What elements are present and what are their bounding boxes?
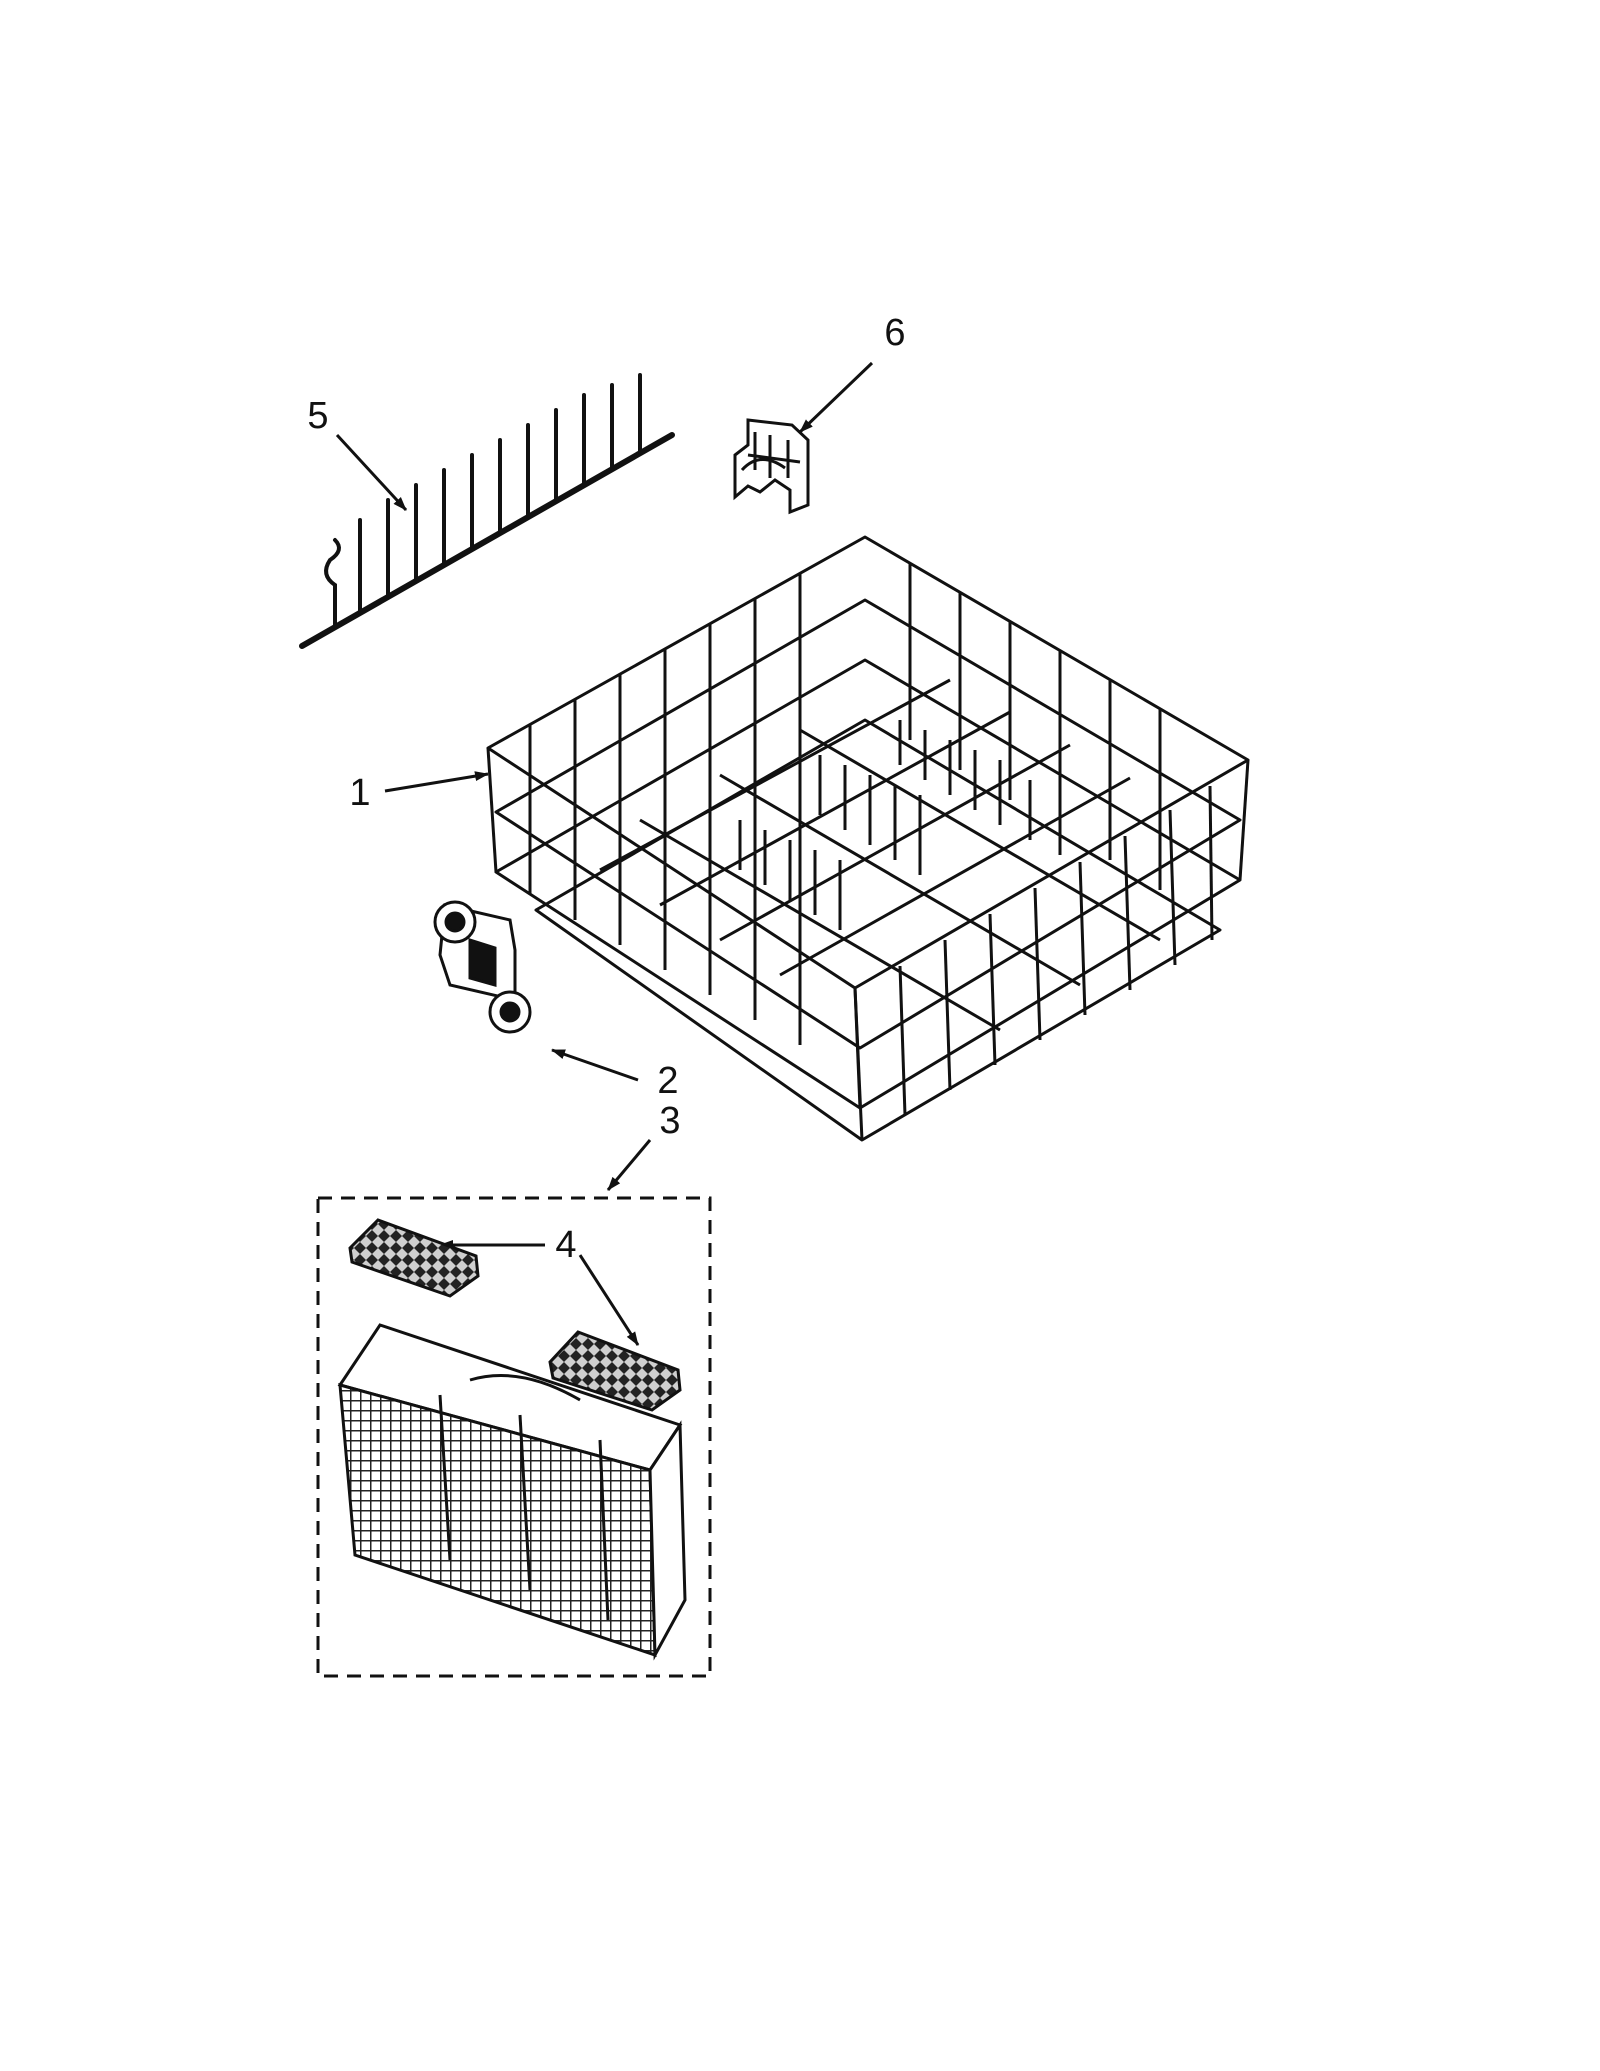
- rack-clip-icon: [733, 418, 810, 515]
- leader-4b: [578, 1254, 640, 1346]
- callout-3: 3: [659, 1100, 680, 1142]
- rack-roller-icon: [433, 900, 532, 1034]
- kit-dashed-box: [316, 1196, 712, 1678]
- leader-1: [384, 771, 489, 793]
- callout-1: 1: [349, 772, 370, 814]
- rack-tines-icon: [738, 720, 1062, 930]
- tine-row-icon: [299, 373, 675, 649]
- leader-6: [798, 361, 874, 434]
- callout-2: 2: [657, 1060, 678, 1102]
- leader-lines: [335, 361, 874, 1346]
- callout-4: 4: [555, 1224, 576, 1266]
- silverware-basket-icon: [337, 1323, 687, 1661]
- callout-5: 5: [307, 395, 328, 437]
- leader-2: [551, 1048, 639, 1082]
- wire-rack-icon: [486, 535, 1250, 1142]
- leader-5: [335, 433, 408, 512]
- leader-3: [606, 1139, 652, 1191]
- callout-6: 6: [884, 312, 905, 354]
- basket-lid-icon: [348, 1218, 682, 1412]
